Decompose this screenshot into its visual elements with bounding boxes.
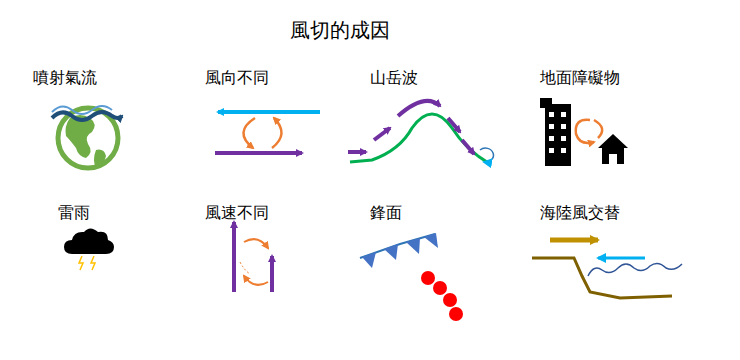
obstacle-icon <box>540 98 628 166</box>
mountain-wave-icon <box>348 101 493 164</box>
cause-label: 海陸風交替 <box>540 203 620 222</box>
thunderstorm-icon <box>64 229 114 271</box>
cause-label: 地面障礙物 <box>540 68 620 87</box>
cause-label: 噴射氣流 <box>33 68 97 87</box>
cause-label: 風速不同 <box>205 203 269 222</box>
diagram-title: 風切的成因 <box>290 18 390 42</box>
wind-speed-icon <box>234 222 272 292</box>
cause-label: 雷雨 <box>58 203 90 222</box>
cause-label: 山岳波 <box>370 68 418 87</box>
globe-icon <box>52 106 122 168</box>
front-icon <box>360 233 463 321</box>
cause-label: 鋒面 <box>370 203 402 222</box>
sea-land-breeze-icon <box>532 240 682 298</box>
cause-label: 風向不同 <box>205 68 269 87</box>
wind-direction-icon <box>215 112 320 153</box>
